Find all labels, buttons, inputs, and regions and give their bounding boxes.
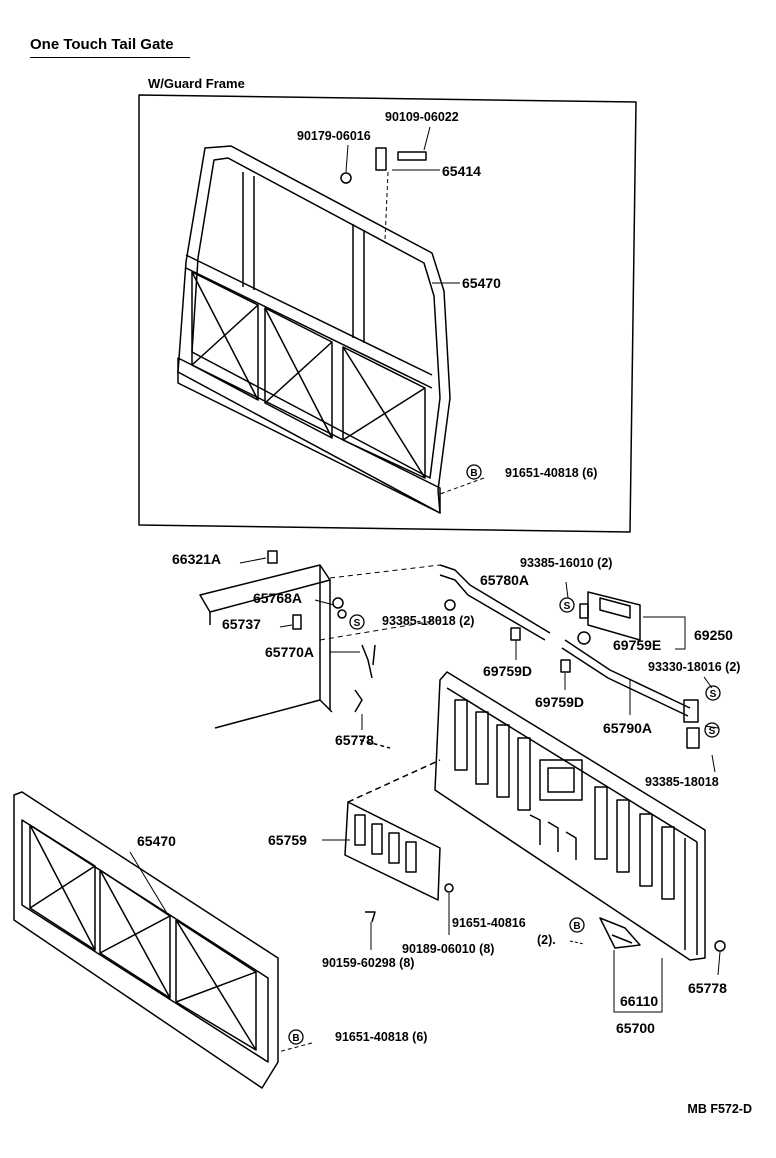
part-label: 90179-06016 xyxy=(297,129,371,143)
part-label: 65737 xyxy=(222,616,261,632)
leader-lines xyxy=(129,126,721,1053)
svg-text:B: B xyxy=(470,468,477,479)
part-label: 66110 xyxy=(620,993,659,1009)
inner-panel-65759 xyxy=(344,759,441,901)
b-symbol-icon: B xyxy=(569,917,585,933)
part-label: 69759D xyxy=(483,663,533,679)
part-label: 65768A xyxy=(253,590,303,606)
b-symbol-icon: B xyxy=(288,1029,304,1045)
part-label: 90159-60298 (8) xyxy=(322,956,415,970)
fasteners xyxy=(267,147,726,952)
part-label: 65790A xyxy=(603,720,653,736)
part-label: (2). xyxy=(537,933,556,947)
svg-text:B: B xyxy=(573,921,580,932)
s-symbol-icon: S xyxy=(705,685,721,701)
b-symbol-icon: B xyxy=(466,464,482,480)
part-label: 91651-40818 (6) xyxy=(335,1030,428,1044)
guard-frame-top xyxy=(177,145,451,514)
part-label: 65770A xyxy=(265,644,315,660)
svg-text:S: S xyxy=(709,726,716,737)
cable-65780A xyxy=(439,564,551,641)
part-label: 65780A xyxy=(480,572,530,588)
part-label: 91651-40816 xyxy=(452,916,526,930)
part-label: 65414 xyxy=(442,163,481,179)
guard-frame-subtitle: W/Guard Frame xyxy=(148,76,245,91)
part-label: 65470 xyxy=(137,833,176,849)
part-label: 93385-18018 xyxy=(645,775,719,789)
part-label: 65778 xyxy=(688,980,727,996)
part-label: 93385-16010 (2) xyxy=(520,556,613,570)
tailgate-65700 xyxy=(434,671,706,961)
svg-text:B: B xyxy=(292,1033,299,1044)
part-label: 65778 xyxy=(335,732,374,748)
cable-65790A xyxy=(561,639,700,749)
part-label: 69759D xyxy=(535,694,585,710)
svg-text:S: S xyxy=(710,689,717,700)
part-label: 65700 xyxy=(616,1020,655,1036)
part-label: 65470 xyxy=(462,275,501,291)
part-label: 90189-06010 (8) xyxy=(402,942,495,956)
bed-side-wall xyxy=(199,564,391,749)
guard-panel-bottom xyxy=(13,791,279,1089)
part-label: 69759E xyxy=(613,637,662,653)
svg-text:S: S xyxy=(354,618,361,629)
guard-frame-box xyxy=(138,94,637,533)
part-label: 91651-40818 (6) xyxy=(505,466,598,480)
s-symbol-icon: S xyxy=(559,597,575,613)
s-symbol-icon: S xyxy=(704,722,720,738)
symbol-markers: S S S S B B B xyxy=(288,464,721,1045)
part-label: 93330-18016 (2) xyxy=(648,660,741,674)
lock-assembly-69250 xyxy=(577,591,641,645)
s-symbol-icon: S xyxy=(349,614,365,630)
page-title: One Touch Tail Gate xyxy=(30,36,190,58)
handle-66110 xyxy=(599,917,641,949)
part-label: 65759 xyxy=(268,832,307,848)
part-label: 93385-18018 (2) xyxy=(382,614,475,628)
part-label: 66321A xyxy=(172,551,222,567)
part-label: 69250 xyxy=(694,627,733,643)
part-label: 90109-06022 xyxy=(385,110,459,124)
svg-text:S: S xyxy=(564,601,571,612)
figure-code: MB F572-D xyxy=(687,1102,752,1116)
